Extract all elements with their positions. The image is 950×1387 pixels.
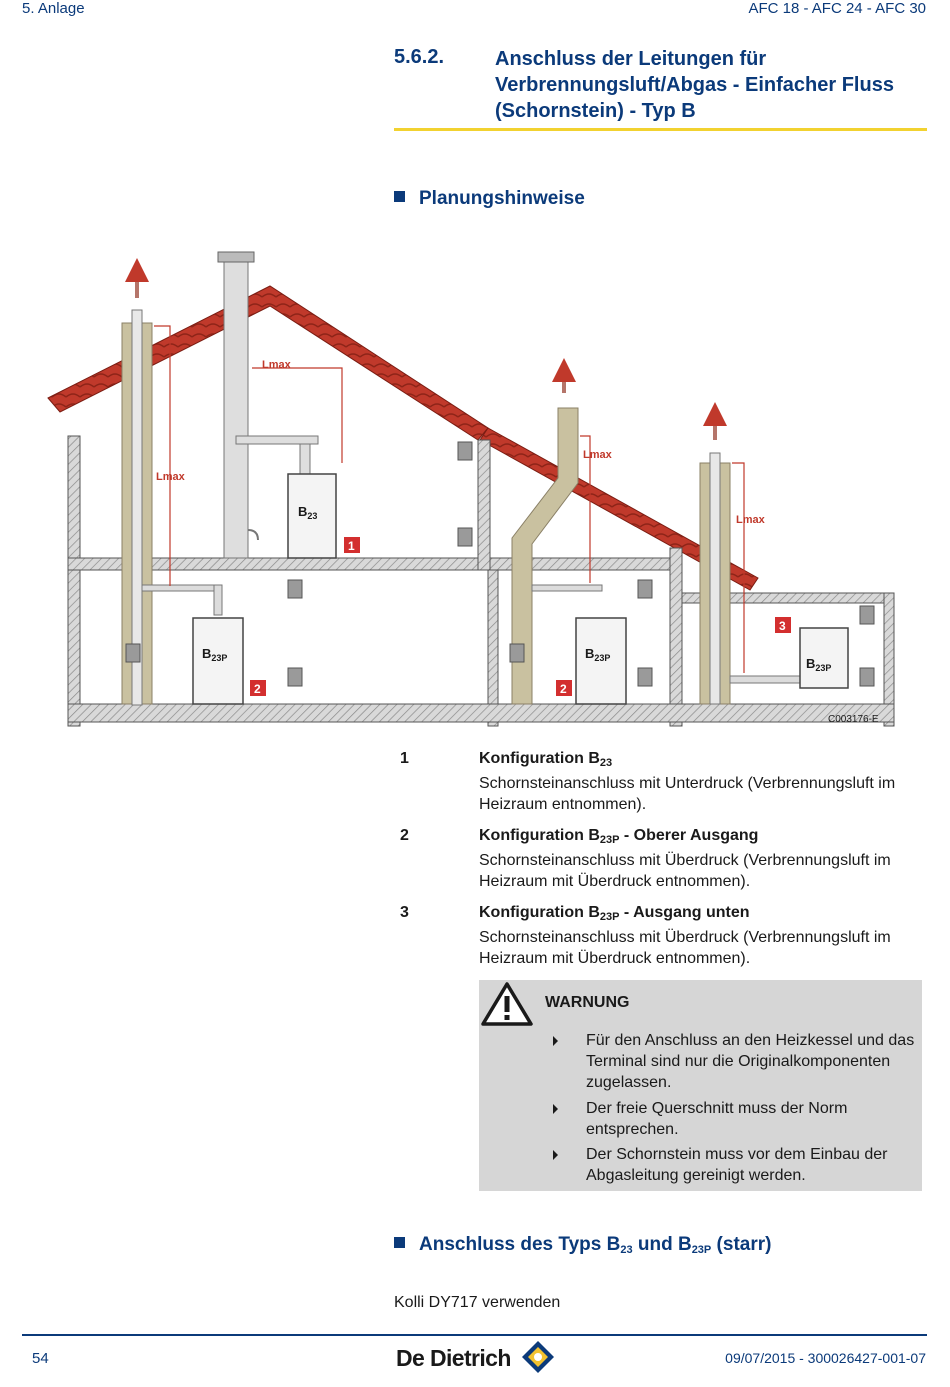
building-structure [67, 435, 895, 727]
arrow-right-icon [553, 1104, 558, 1114]
item-description: Schornsteinanschluss mit Unterdruck (Ver… [479, 775, 896, 813]
section-title-line: (Schornstein) - Typ B [495, 100, 696, 122]
callout-3: 3 [779, 619, 786, 633]
svg-text:B23: B23 [298, 504, 317, 521]
svg-text:B23P: B23P [202, 646, 227, 663]
warning-title: WARNUNG [545, 994, 630, 1011]
arrow-right-icon [553, 1036, 558, 1046]
item-description: Schornsteinanschluss mit Überdruck (Verb… [479, 929, 891, 967]
boiler-b23p-left: B23P [192, 617, 244, 705]
section-title: Anschluss der Leitungen für Verbrennungs… [495, 46, 935, 124]
brand-logo: De Dietrich [396, 1340, 555, 1374]
subheading-connection: Anschluss des Typs B23 und B23P (starr) [394, 1234, 771, 1256]
callouts: 1 2 2 3 [250, 537, 791, 696]
boiler-b23: B23 [287, 473, 337, 559]
item-title: Konfiguration B23P - Ausgang unten [479, 904, 750, 923]
subheading-planning: Planungshinweise [394, 188, 585, 210]
warning-triangle-icon [481, 982, 533, 1026]
chimney-metal [217, 251, 319, 559]
section-title-line: Anschluss der Leitungen für [495, 48, 767, 70]
lmax-dimensions [154, 325, 745, 673]
chimney-left [121, 258, 223, 706]
item-title: Konfiguration B23 [479, 750, 613, 769]
roof [47, 285, 759, 591]
item-number: 3 [400, 904, 409, 921]
square-bullet-icon [394, 191, 405, 202]
lmax-label: Lmax [583, 449, 613, 461]
warning-item-text: Der freie Querschnitt muss der Norm ents… [586, 1100, 848, 1138]
chimney-angled [511, 358, 603, 705]
header-model-list: AFC 18 - AFC 24 - AFC 30 [748, 0, 926, 17]
warning-item-text: Für den Anschluss an den Heizkessel und … [586, 1032, 915, 1091]
item-title: Konfiguration B23P - Oberer Ausgang [479, 827, 759, 846]
item-description: Schornsteinanschluss mit Überdruck (Verb… [479, 852, 891, 890]
page-number: 54 [32, 1350, 49, 1367]
callout-1: 1 [348, 539, 355, 553]
item-number: 1 [400, 750, 409, 767]
ventilation-grilles [125, 441, 875, 687]
svg-text:B23P: B23P [806, 656, 831, 673]
warning-box: WARNUNG Für den Anschluss an den Heizkes… [479, 980, 922, 1191]
callout-2: 2 [560, 682, 567, 696]
subheading-text: Planungshinweise [419, 188, 585, 209]
boiler-b23p-middle: B23P [575, 617, 627, 705]
square-bullet-icon [394, 1237, 405, 1248]
flue-configuration-diagram: B23 B23P B23P B23P [47, 251, 895, 727]
section-number: 5.6.2. [394, 46, 445, 68]
item-number: 2 [400, 827, 409, 844]
callout-2: 2 [254, 682, 261, 696]
body-text: Kolli DY717 verwenden [394, 1294, 561, 1311]
chimney-right [699, 402, 801, 705]
lmax-label: Lmax [156, 471, 186, 483]
brand-diamond-icon [521, 1341, 554, 1373]
document-reference: 09/07/2015 - 300026427-001-07 [725, 1350, 926, 1366]
header-section-label: 5. Anlage [22, 0, 85, 17]
svg-text:B23P: B23P [585, 646, 610, 663]
section-title-rule [394, 128, 927, 131]
boiler-b23p-right: B23P [799, 627, 849, 689]
lmax-label: Lmax [262, 359, 292, 371]
footer-rule [22, 1334, 927, 1336]
arrow-right-icon [553, 1150, 558, 1160]
diagram-code: C003176-E [828, 714, 879, 725]
lmax-label: Lmax [736, 514, 766, 526]
section-title-line: Verbrennungsluft/Abgas - Einfacher Fluss [495, 74, 894, 96]
warning-item-text: Der Schornstein muss vor dem Einbau der … [586, 1146, 888, 1184]
